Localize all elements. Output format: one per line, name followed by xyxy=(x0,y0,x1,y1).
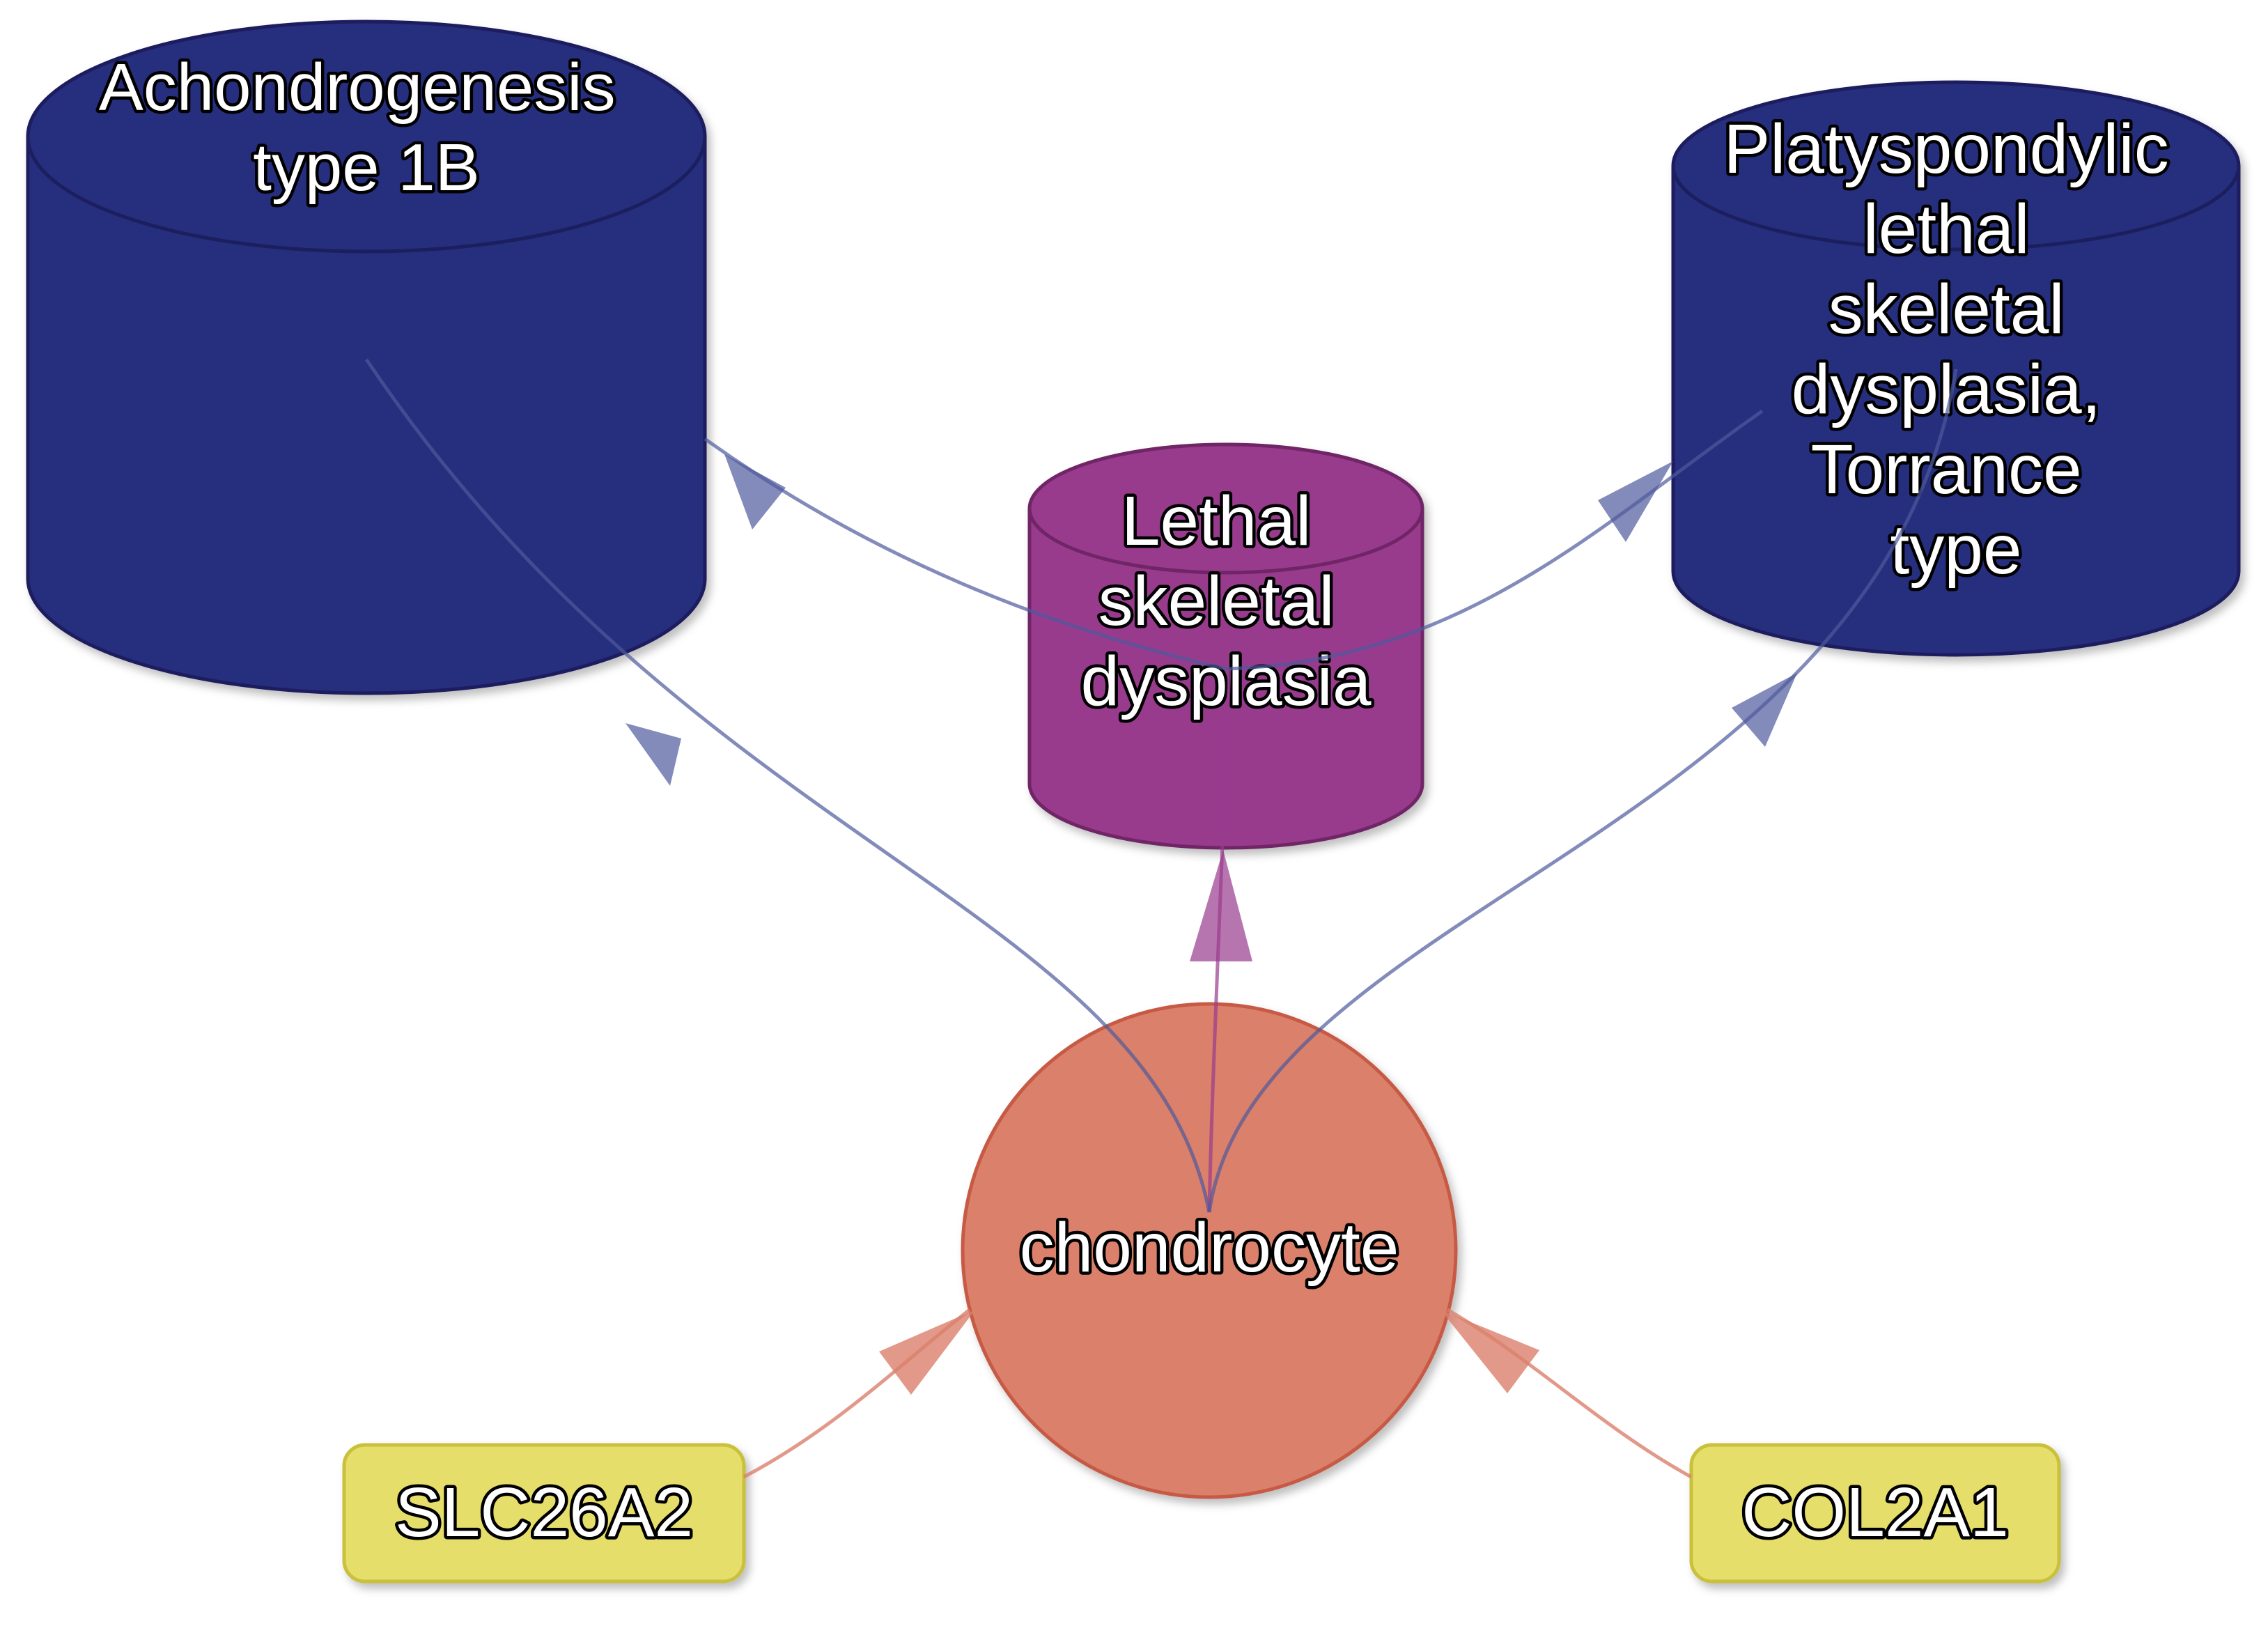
node-label: chondrocyte xyxy=(1020,1209,1399,1287)
arrowhead xyxy=(879,1310,975,1395)
node-label: Achondrogenesis type 1B xyxy=(99,50,635,205)
node-shape xyxy=(961,1002,1458,1499)
cylinder-body xyxy=(1671,80,2241,657)
node-lethal-skeletal-dysplasia[interactable]: Lethal skeletal dysplasia xyxy=(1027,442,1424,850)
node-label: Platyspondylic lethal skeletal dysplasia… xyxy=(1723,110,2188,589)
node-shape xyxy=(1689,1443,2061,1584)
cylinder-body xyxy=(26,20,707,695)
node-slc26a2[interactable]: SLC26A2 xyxy=(342,1443,746,1584)
node-col2a1[interactable]: COL2A1 xyxy=(1689,1443,2061,1584)
node-label: COL2A1 xyxy=(1741,1473,2009,1551)
arrowhead xyxy=(724,454,786,529)
arrowhead xyxy=(1732,673,1797,747)
node-platyspondylic[interactable]: Platyspondylic lethal skeletal dysplasia… xyxy=(1671,80,2241,657)
arrowhead xyxy=(1190,850,1252,961)
edge-chondrocyte-to-lethal xyxy=(1207,668,1232,1213)
cylinder-rim xyxy=(1027,508,1424,575)
arrowhead xyxy=(1598,461,1673,542)
cylinder-body xyxy=(1027,442,1424,850)
cylinder-rim xyxy=(26,136,707,254)
node-label: SLC26A2 xyxy=(395,1473,693,1551)
arrowhead xyxy=(1440,1310,1539,1393)
node-label: Lethal skeletal dysplasia xyxy=(1081,482,1372,720)
cylinder-rim xyxy=(1671,165,2241,251)
arrowhead xyxy=(626,723,681,786)
edges xyxy=(364,358,1958,1479)
node-achondrogenesis[interactable]: Achondrogenesis type 1B xyxy=(26,20,707,695)
edge-chondrocyte-to-achondrogenesis xyxy=(364,358,1211,1213)
edge-chondrocyte-to-platyspondylic xyxy=(1207,369,1958,1213)
node-shape xyxy=(342,1443,746,1584)
node-chondrocyte[interactable]: chondrocyte xyxy=(961,1002,1458,1499)
edge-lethal-to-platyspondylic xyxy=(1225,409,1764,671)
